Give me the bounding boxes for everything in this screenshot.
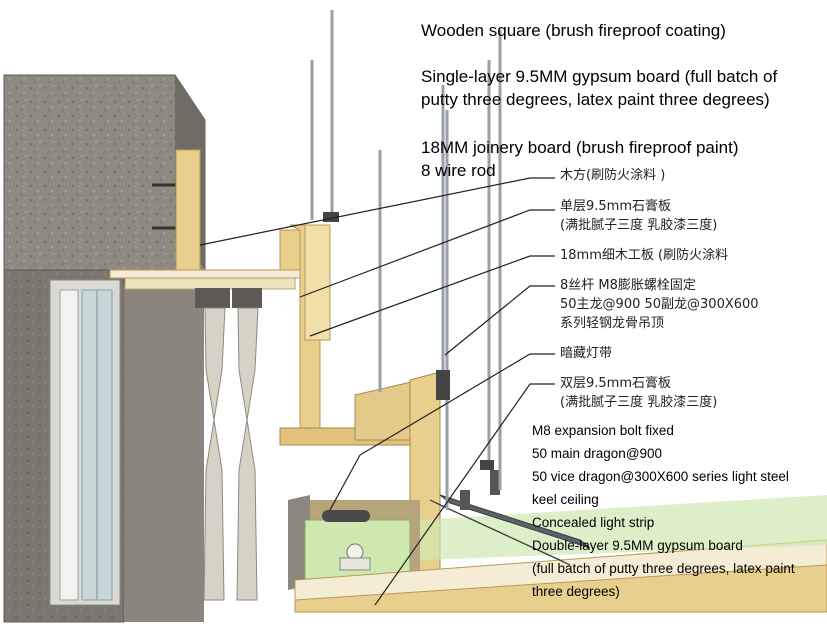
label-joinery-board-cn: 18mm细木工板 (刷防火涂料 — [560, 248, 729, 263]
leader-lines — [199, 177, 555, 606]
wooden-square — [175, 149, 307, 273]
label-single-gypsum-cn-note: (满批腻子三度 乳胶漆三度) — [560, 218, 718, 233]
concrete-slab — [3, 74, 206, 271]
threaded-rods — [310, 10, 502, 510]
window-frame — [49, 279, 121, 606]
label-double-gypsum-cn-note: (满批腻子三度 乳胶漆三度) — [560, 395, 718, 410]
label-double-gypsum-cn: 双层9.5mm石膏板 — [560, 376, 672, 391]
gypsum-ceiling — [294, 495, 827, 613]
label-single-gypsum-cn: 单层9.5mm石膏板 — [560, 199, 672, 214]
label-keel-ceiling-cn: 系列轻钢龙骨吊顶 — [560, 316, 665, 331]
label-keel-spacing-cn: 50主龙@900 50副龙@300X600 — [560, 297, 759, 312]
label-wooden-square-en: Wooden square (brush fireproof coating) — [421, 21, 726, 40]
label-joinery-board-en: 18MM joinery board (brush fireproof pain… — [421, 138, 739, 157]
label-single-gypsum-en-1: Single-layer 9.5MM gypsum board (full ba… — [421, 67, 778, 86]
label-double-gypsum-en-note-1: (full batch of putty three degrees, late… — [532, 561, 795, 576]
label-single-gypsum-en-2: putty three degrees, latex paint three d… — [421, 90, 770, 109]
rod-nuts — [323, 212, 494, 470]
steel-keel — [429, 470, 591, 566]
label-rod-bolt-cn: 8丝杆 M8膨胀螺栓固定 — [560, 278, 696, 293]
label-keel-ceiling-en: keel ceiling — [532, 492, 599, 507]
label-double-gypsum-en-note-2: three degrees) — [532, 584, 620, 599]
label-vice-dragon-en: 50 vice dragon@300X600 series light stee… — [532, 469, 789, 484]
label-main-dragon-en: 50 main dragon@900 — [532, 446, 663, 461]
label-wire-rod-en: 8 wire rod — [421, 161, 496, 180]
label-wooden-square-cn: 木方(刷防火涂料 ) — [560, 168, 666, 183]
label-double-gypsum-en: Double-layer 9.5MM gypsum board — [532, 538, 743, 553]
label-bolt-en: M8 expansion bolt fixed — [532, 423, 674, 438]
curtain — [203, 307, 259, 601]
light-trough — [288, 495, 411, 590]
label-light-strip-cn: 暗藏灯带 — [560, 346, 613, 361]
label-light-strip-en: Concealed light strip — [532, 515, 655, 530]
